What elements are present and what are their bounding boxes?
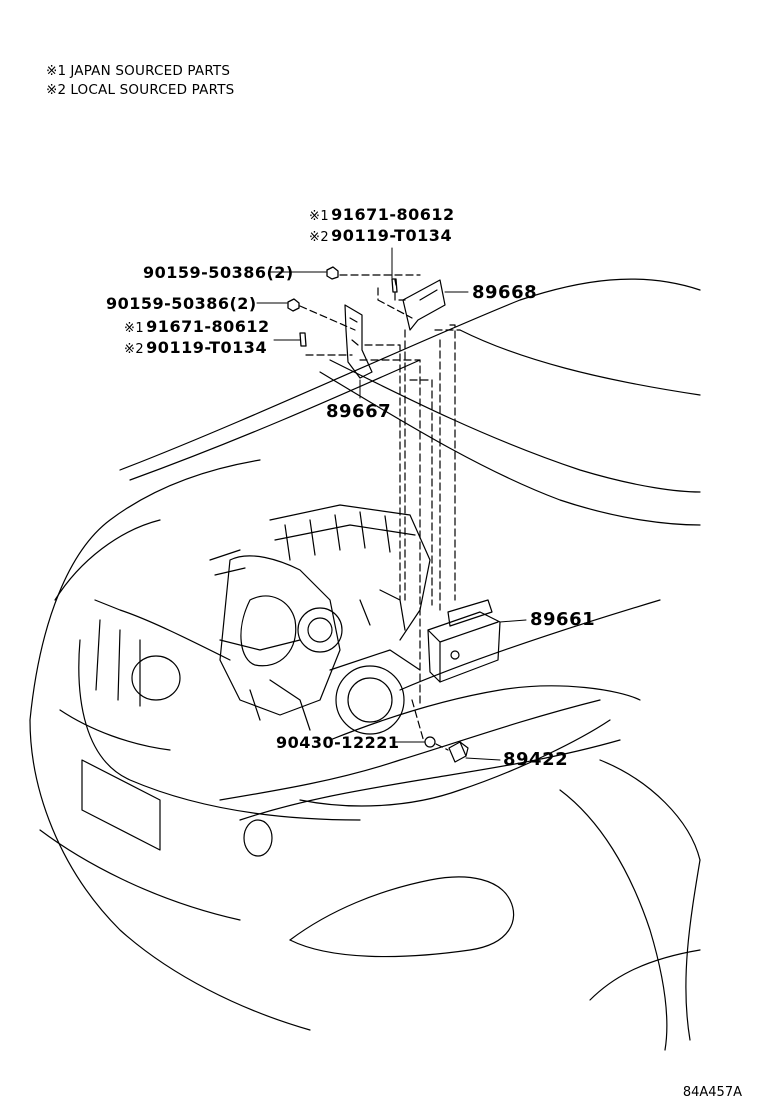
diagram-code: 84A457A — [682, 1085, 742, 1100]
label-mark: ※1 — [309, 209, 330, 224]
part-number: 90159-50386(2) — [106, 294, 257, 313]
ecu-89661 — [427, 599, 501, 683]
part-number: 89667 — [326, 401, 392, 422]
label-mark: ※2 — [309, 230, 330, 245]
part-number: 89661 — [530, 609, 596, 630]
bracket-89667 — [344, 304, 373, 379]
part-number: 91671-80612 — [331, 205, 455, 224]
nut-icon-b — [287, 298, 300, 312]
note-mark: ※2 — [46, 82, 67, 98]
part-number: 90159-50386(2) — [143, 263, 294, 282]
part-number: 89668 — [472, 282, 538, 303]
part-label-sensor-89422: 89422 — [503, 749, 568, 770]
part-label-gasket: 90430-12221 — [276, 733, 399, 752]
part-label-nut-b: 90159-50386(2) — [106, 294, 257, 313]
bolt-icon-left — [299, 332, 307, 347]
note-text: JAPAN SOURCED PARTS — [70, 63, 231, 79]
label-mark: ※1 — [124, 321, 145, 336]
bracket-89668 — [394, 279, 446, 331]
hood-outline — [119, 278, 701, 526]
part-number: 89422 — [503, 749, 569, 770]
fasteners — [287, 266, 398, 347]
label-mark: ※2 — [124, 342, 145, 357]
part-label-bracket-89668: 89668 — [472, 282, 537, 303]
leader-lines — [256, 247, 527, 761]
installation-lines — [299, 274, 461, 751]
part-number: 90430-12221 — [276, 733, 400, 752]
note-text: LOCAL SOURCED PARTS — [70, 82, 235, 98]
part-number: 91671-80612 — [146, 317, 270, 336]
bolt-icon-top — [391, 278, 398, 293]
part-label-ecu-89661: 89661 — [530, 609, 595, 630]
part-label-bracket-89667: 89667 — [326, 401, 391, 422]
part-number: 90119-T0134 — [146, 338, 268, 357]
part-label-nut-a: 90159-50386(2) — [143, 263, 294, 282]
nut-icon-a — [326, 266, 339, 280]
engine-assembly — [209, 504, 431, 735]
note-mark: ※1 — [46, 63, 67, 79]
car-front-outline — [29, 459, 701, 1051]
part-number: 90119-T0134 — [331, 226, 453, 245]
